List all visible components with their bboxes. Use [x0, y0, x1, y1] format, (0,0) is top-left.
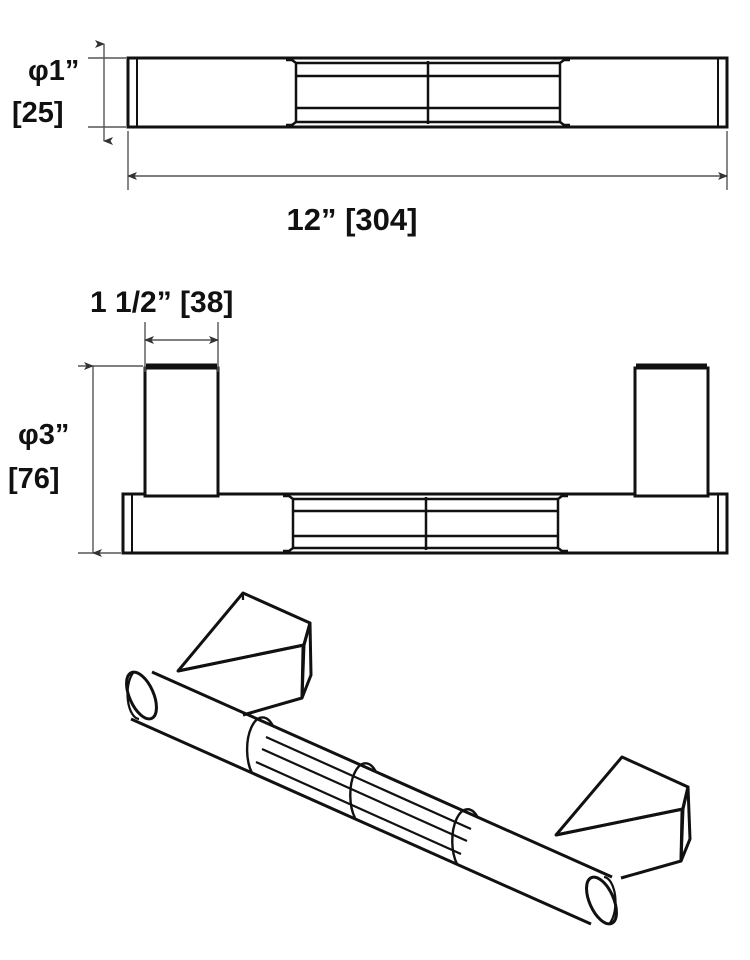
dimension-label-standoff-mm: [76]: [8, 463, 60, 495]
iso-right-bracket-front-face: [555, 807, 685, 880]
dimension-label-bar-diameter-mm: [25]: [12, 97, 64, 129]
iso-grip-end-ring: [451, 808, 480, 865]
front-view-grip-right-transition: [556, 494, 568, 553]
iso-left-end-cap: [125, 670, 158, 721]
top-view-grip-left-transition: [286, 58, 298, 127]
front-view-grip-left-transition: [283, 494, 295, 553]
dimension-standoff-height: φ3” [76]: [8, 362, 143, 557]
dimension-bar-diameter: φ1” [25]: [12, 40, 126, 145]
dimension-label-bar-diameter-inches: φ1”: [28, 55, 79, 87]
iso-view: [125, 591, 692, 926]
iso-cylinder-bottom-edge: [130, 717, 592, 926]
iso-left-bracket-front-face: [177, 643, 306, 717]
iso-groove-line-2: [265, 735, 472, 831]
front-view-right-post: [633, 366, 710, 498]
iso-groove-line-1: [261, 747, 468, 843]
iso-right-end-cap-inner: [603, 875, 617, 924]
dimension-label-post-width: 1 1/2” [38]: [90, 286, 233, 319]
iso-groove-line-3: [255, 760, 462, 856]
dimension-bar-length: 12” [304]: [127, 131, 728, 237]
dimension-label-bar-length: 12” [304]: [287, 202, 418, 237]
front-view-left-post: [143, 366, 220, 498]
iso-grip-mid-seam: [349, 762, 378, 819]
iso-left-end-cap-inner: [126, 672, 140, 721]
dimension-post-width: 1 1/2” [38]: [90, 286, 233, 372]
iso-cylinder-top-edge: [151, 670, 613, 879]
top-view-grip-right-transition: [558, 58, 570, 127]
front-view: [121, 363, 729, 555]
iso-right-end-cap: [585, 875, 618, 926]
top-view: [126, 56, 729, 129]
dimension-label-standoff-inches: φ3”: [18, 419, 69, 451]
iso-grip-start-ring: [245, 716, 275, 774]
